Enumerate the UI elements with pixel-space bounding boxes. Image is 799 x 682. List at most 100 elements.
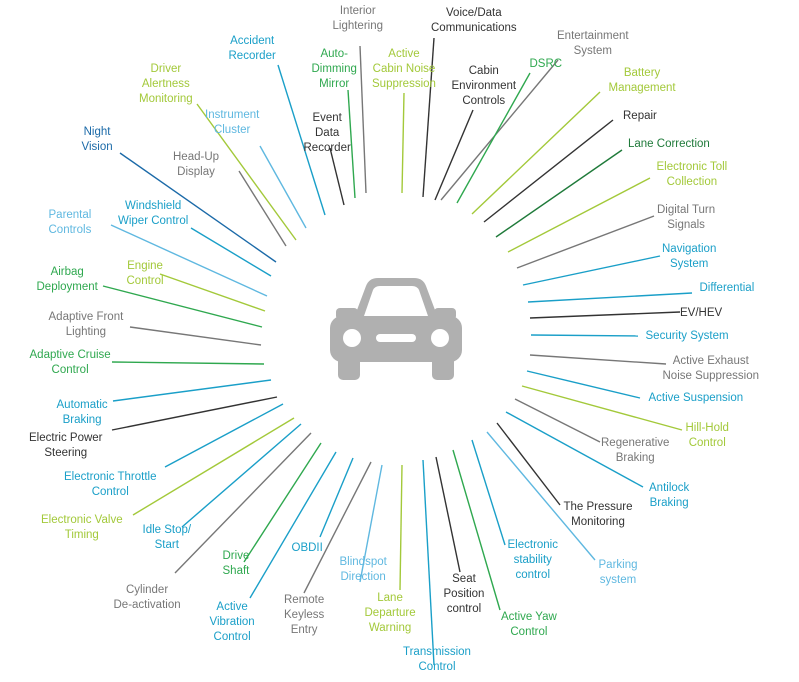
ray-line	[483, 119, 614, 223]
ray-line	[243, 442, 322, 563]
system-label: Seat Position control	[443, 573, 485, 615]
system-label: Driver Alertness Monitoring	[139, 63, 193, 105]
ray-line	[456, 72, 531, 204]
system-label: Engine Control	[126, 260, 164, 287]
car-wheel-left	[338, 356, 360, 380]
system-label: Active Yaw Control	[501, 611, 557, 638]
system-label: Airbag Deployment	[36, 266, 98, 293]
system-label: Regenerative Braking	[601, 437, 670, 464]
ray-line	[329, 147, 345, 206]
system-label: Accident Recorder	[228, 35, 276, 62]
system-label: Cabin Environment Controls	[451, 65, 517, 107]
system-label: Event Data Recorder	[303, 112, 351, 154]
system-label: Active Exhaust Noise Suppression	[662, 355, 760, 382]
system-label: Electronic Throttle Control	[64, 471, 157, 498]
system-label: Entertainment System	[557, 30, 629, 57]
ray-line	[174, 432, 312, 574]
system-label: OBDII	[291, 542, 323, 554]
ray-line	[422, 459, 435, 666]
system-label: Remote Keyless Entry	[284, 594, 325, 636]
ray-line	[471, 91, 601, 215]
system-label: Electric Power Steering	[29, 432, 103, 459]
ray-line	[164, 403, 284, 468]
car-headlight-right	[431, 329, 449, 347]
ray-line	[159, 273, 266, 312]
car-grille	[376, 334, 416, 342]
ray-line	[526, 370, 641, 399]
system-label: The Pressure Monitoring	[563, 501, 633, 528]
system-label: Lane Correction	[628, 138, 710, 150]
system-label: EV/HEV	[680, 307, 723, 319]
system-label: Active Suspension	[648, 392, 744, 404]
ray-line	[196, 103, 297, 241]
system-label: Active Vibration Control	[209, 601, 255, 643]
car-wheel-right	[432, 356, 454, 380]
ray-line	[505, 411, 644, 488]
ray-line	[522, 255, 661, 286]
car-windshield	[364, 286, 428, 316]
ray-line	[359, 464, 383, 583]
ray-line	[529, 311, 681, 319]
ray-line	[529, 354, 667, 365]
system-label: Transmission Control	[403, 646, 471, 673]
ray-line	[422, 37, 435, 198]
ray-line	[190, 227, 272, 277]
ray-line	[112, 379, 272, 402]
ray-line	[259, 145, 307, 229]
ray-line	[527, 292, 693, 303]
system-label: Voice/Data Communications	[431, 7, 517, 34]
ray-line	[129, 326, 262, 346]
ray-line	[111, 361, 265, 365]
system-label: Navigation System	[662, 243, 717, 270]
ray-line	[514, 398, 601, 443]
ray-line	[486, 431, 596, 561]
system-label: Antilock Braking	[649, 482, 690, 509]
ray-line	[119, 152, 277, 263]
system-label: Automatic Braking	[56, 399, 108, 426]
system-label: Differential	[699, 282, 755, 294]
ray-line	[303, 461, 372, 594]
ray-line	[401, 92, 405, 194]
system-label: Drive Shaft	[222, 550, 250, 577]
system-label: Security System	[645, 330, 729, 342]
ray-line	[399, 464, 403, 591]
ray-line	[110, 224, 268, 297]
system-label: Active Cabin Noise Suppression	[372, 48, 436, 90]
system-label: Digital Turn Signals	[657, 204, 716, 231]
ray-line	[181, 423, 302, 528]
system-label: Electronic Valve Timing	[41, 514, 123, 541]
system-label: Lane Departure Warning	[364, 592, 416, 634]
ray-line	[102, 285, 263, 328]
ray-line	[132, 417, 295, 516]
ray-line	[440, 59, 559, 201]
ray-line	[516, 215, 655, 269]
system-label: Electronic Toll Collection	[656, 161, 728, 188]
system-label: Night Vision	[81, 126, 113, 153]
system-label: Adaptive Cruise Control	[29, 349, 111, 376]
ray-line	[434, 109, 474, 201]
ray-line	[347, 89, 356, 199]
system-label: Idle Stop/ Start	[142, 524, 192, 551]
ray-line	[359, 45, 367, 194]
ray-line	[495, 149, 623, 238]
car-icon	[330, 278, 462, 380]
system-label: Auto- Dimming Mirror	[311, 48, 357, 90]
system-label: Parking system	[598, 559, 638, 586]
ray-line	[496, 422, 561, 506]
system-label: Hill-Hold Control	[685, 422, 729, 449]
ray-line	[111, 396, 278, 431]
system-label: Interior Lightering	[332, 5, 384, 32]
car-headlight-left	[343, 329, 361, 347]
ray-line	[530, 334, 639, 337]
system-label: Windshield Wiper Control	[118, 200, 189, 227]
system-label: Adaptive Front Lighting	[48, 311, 124, 338]
ray-line	[238, 170, 287, 247]
ray-line	[471, 439, 506, 546]
system-label: Battery Management	[608, 67, 676, 94]
ray-line	[521, 385, 683, 431]
ray-line	[319, 457, 354, 538]
system-label: Repair	[623, 110, 657, 122]
system-label: Head-Up Display	[173, 151, 220, 178]
ray-line	[249, 451, 337, 599]
